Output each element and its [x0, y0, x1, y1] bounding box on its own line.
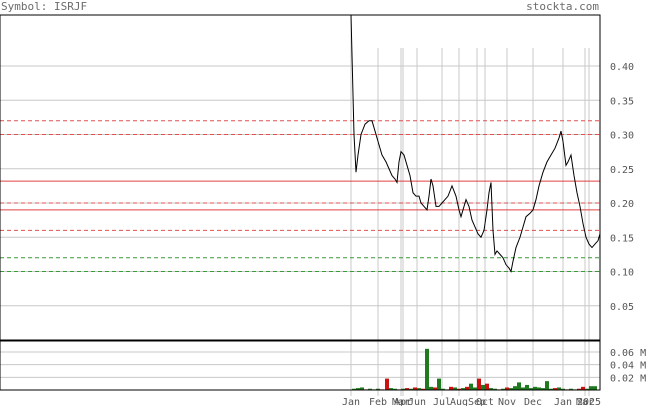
volume-bar	[465, 386, 469, 390]
volume-bar	[533, 386, 537, 390]
volume-bar	[501, 388, 505, 390]
symbol-label: Symbol: ISRJF	[1, 0, 87, 13]
month-label: Apr	[394, 397, 412, 406]
volume-bar	[537, 387, 541, 390]
month-label: 2025	[577, 397, 601, 406]
price-tick-label: 0.10	[610, 268, 634, 279]
volume-tick-label: 0.02 M	[610, 373, 646, 384]
volume-bar	[405, 388, 409, 390]
volume-bar	[401, 388, 405, 390]
volume-bar	[485, 383, 489, 390]
volume-bar	[389, 388, 393, 390]
month-label: Mar	[576, 397, 594, 406]
month-label: Jul	[433, 397, 451, 406]
volume-bar	[561, 388, 565, 390]
volume-bar	[368, 388, 372, 390]
month-label: Sep	[468, 397, 486, 406]
volume-bar	[577, 388, 581, 390]
price-tick-label: 0.30	[610, 131, 634, 142]
price-series	[350, 14, 601, 273]
month-label: Jun	[408, 397, 426, 406]
volume-bar	[356, 388, 360, 390]
volume-bar	[417, 388, 421, 390]
volume-bar	[393, 388, 397, 390]
volume-bar	[517, 382, 521, 390]
volume-bar	[441, 388, 445, 390]
volume-bar	[513, 386, 517, 390]
month-label: Nov	[498, 397, 516, 406]
volume-bar	[557, 387, 561, 390]
price-tick-label: 0.40	[610, 62, 634, 73]
price-tick-label: 0.05	[610, 302, 634, 313]
volume-bar	[549, 388, 553, 390]
volume-panel-frame	[0, 340, 601, 391]
month-label: Mar	[392, 397, 410, 406]
volume-bar	[433, 387, 437, 390]
volume-bar	[593, 386, 597, 390]
price-tick-label: 0.25	[610, 165, 634, 176]
volume-bars	[352, 348, 597, 391]
volume-bar	[437, 378, 441, 390]
month-label: Oct	[476, 397, 494, 406]
price-tick-label: 0.20	[610, 199, 634, 210]
month-label: Dec	[524, 397, 542, 406]
price-tick-label: 0.15	[610, 233, 634, 244]
volume-bar	[541, 388, 545, 390]
support-resistance-lines	[0, 120, 600, 272]
volume-bar	[493, 388, 497, 390]
price-grid	[0, 15, 600, 396]
month-label: Aug	[450, 397, 468, 406]
volume-bar	[421, 388, 425, 390]
volume-bar	[489, 388, 493, 390]
volume-y-axis: 0.06 M 0.04 M0.02 M	[610, 348, 646, 384]
volume-bar	[473, 387, 477, 390]
volume-bar	[481, 384, 485, 390]
volume-bar	[585, 388, 589, 390]
volume-bar	[525, 384, 529, 390]
price-y-axis: 0.40 0.35 0.30 0.25 0.20 0.15 0.10 0.05	[610, 62, 634, 313]
volume-tick-label: 0.06 M	[610, 348, 646, 359]
site-label: stockta.com	[526, 0, 599, 13]
volume-bar	[461, 388, 465, 390]
volume-bar	[553, 388, 557, 390]
volume-bar	[385, 378, 389, 390]
volume-bar	[529, 388, 533, 390]
volume-bar	[521, 387, 525, 390]
volume-bar	[469, 383, 473, 390]
volume-bar	[457, 388, 461, 390]
volume-bar	[589, 386, 593, 390]
month-label: Feb	[369, 397, 387, 406]
month-label: Jan	[342, 397, 360, 406]
volume-bar	[449, 386, 453, 390]
volume-bar	[545, 381, 549, 390]
price-line	[350, 14, 601, 273]
volume-tick-label: 0.04 M	[610, 361, 646, 372]
volume-bar	[352, 388, 356, 390]
price-tick-label: 0.35	[610, 96, 634, 107]
volume-bar	[453, 387, 457, 390]
month-label: Jan	[554, 397, 572, 406]
volume-grid	[0, 351, 600, 378]
volume-bar	[360, 387, 364, 390]
volume-bar	[409, 388, 413, 390]
volume-bar	[569, 388, 573, 390]
volume-bar	[505, 387, 509, 390]
volume-bar	[413, 387, 417, 390]
volume-bar	[477, 378, 481, 390]
volume-bar	[376, 388, 380, 390]
price-panel-frame	[0, 14, 601, 341]
volume-bar	[429, 386, 433, 390]
volume-bar	[581, 386, 585, 390]
volume-bar	[425, 348, 429, 390]
volume-bar	[509, 388, 513, 390]
